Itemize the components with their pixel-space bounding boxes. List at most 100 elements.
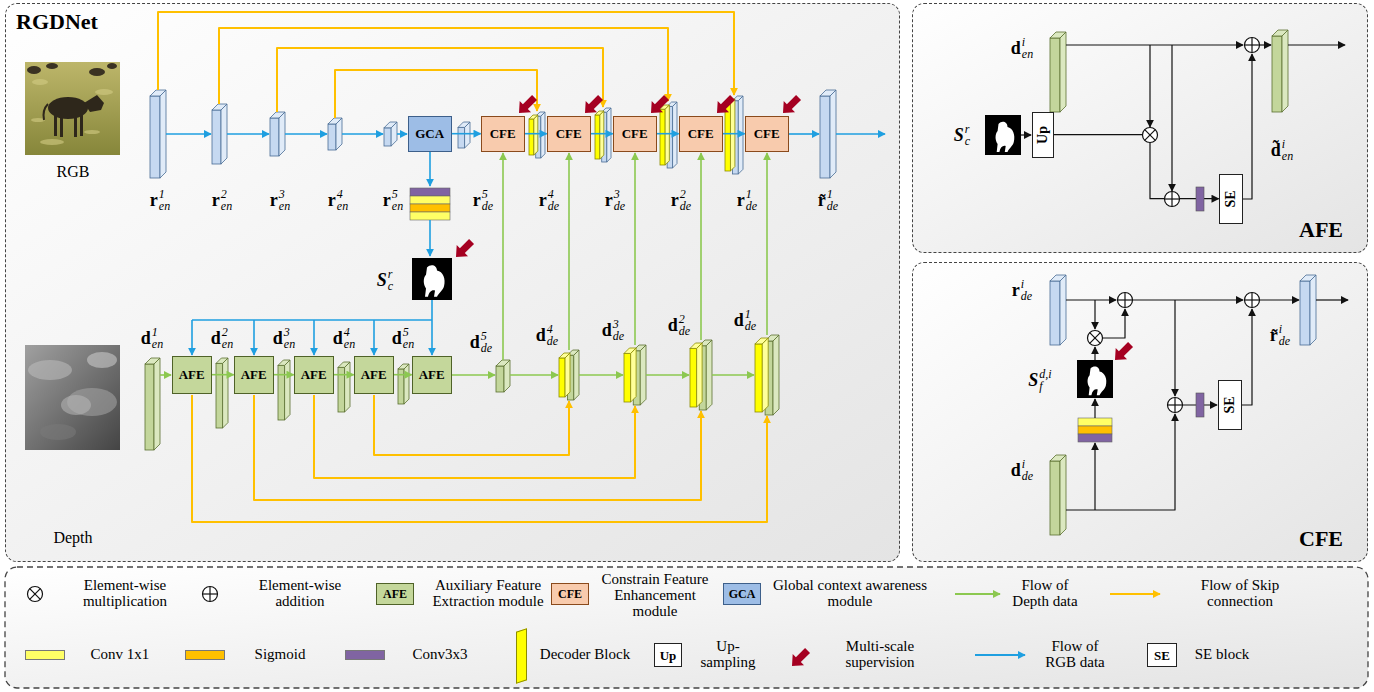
symbol-base: r [212, 190, 220, 211]
flow-line [1110, 593, 1160, 595]
symbol-subscript: en [222, 338, 233, 350]
symbol-superscript: 4 [548, 188, 559, 200]
box-label: AFE [383, 588, 407, 600]
feature-map-side [534, 115, 538, 155]
box-label: AFE [301, 368, 327, 381]
legend-text: Decoder Block [535, 647, 635, 663]
symbol-superscript: 3 [613, 318, 624, 330]
saliency-blob [424, 265, 445, 297]
flow-line [1066, 44, 1243, 45]
box-label: AFE [179, 368, 205, 381]
symbol-subscript: de [548, 200, 559, 212]
saliency-map [412, 258, 452, 300]
animal-head [84, 95, 104, 112]
add-symbol [1245, 38, 1260, 53]
symbol-scripts: 2en [222, 326, 233, 350]
flow-line [1094, 300, 1095, 329]
symbol-subscript: c [965, 135, 970, 147]
supervision-arrow [579, 92, 606, 119]
feature-map-side [154, 358, 160, 450]
animal-leg [80, 114, 83, 136]
feature-map-side [607, 108, 611, 162]
add-stroke [1171, 192, 1172, 207]
flow-line [766, 153, 768, 335]
legend-text: Conv3x3 [400, 647, 480, 663]
symbol-superscript: 2 [222, 326, 233, 338]
multiply-stroke [1145, 130, 1156, 141]
saliency-blob-shape [1088, 367, 1107, 396]
symbol-subscript: de [746, 200, 757, 212]
legend-text: Sigmoid [240, 647, 320, 663]
panel-ground [912, 3, 1368, 253]
flow-line [1174, 300, 1175, 396]
flow-line [1260, 44, 1271, 45]
module-box: CFE [745, 116, 789, 152]
math-symbol: r1en [150, 188, 170, 212]
module-box: GCA [408, 116, 452, 152]
feature-map-side [391, 122, 397, 146]
symbol-scripts: 3en [284, 326, 295, 350]
symbol-superscript: 4 [344, 326, 355, 338]
supervision-arrow [777, 92, 804, 119]
legend-text: Auxiliary Feature Extraction module [428, 578, 548, 610]
legend-text: Flow of Skip connection [1180, 578, 1300, 610]
flow-line [342, 133, 383, 135]
legend-text: Up-sampling [693, 639, 763, 671]
box-label: GCA [729, 588, 756, 600]
supervision-arrow [786, 645, 813, 672]
flow-line [1103, 309, 1125, 338]
add-stroke [1124, 293, 1125, 308]
feature-map-side [1310, 275, 1316, 345]
feature-map [1300, 281, 1310, 345]
flow-line [431, 300, 433, 320]
add-symbol [1165, 192, 1180, 207]
symbol-subscript: de [613, 330, 624, 342]
symbol-subscript: f [1039, 380, 1051, 392]
panel-ground [912, 262, 1368, 562]
box-label: Up [1036, 126, 1050, 144]
connector [334, 374, 354, 376]
symbol-scripts: ide [1022, 458, 1033, 482]
symbol-base: S [954, 125, 964, 146]
flow-line [1260, 299, 1299, 300]
symbol-scripts: 5de [481, 330, 492, 354]
symbol-superscript: i [1022, 36, 1033, 48]
multiply-symbol [1088, 331, 1103, 346]
depth-blotch [28, 360, 72, 380]
module-box: SE [1147, 643, 1177, 667]
symbol-superscript: 1 [159, 188, 170, 200]
feature-map-side [1282, 30, 1288, 112]
legend-text: Element-wise addition [245, 578, 355, 610]
feature-map-side [404, 364, 409, 404]
module-box: AFE [234, 356, 274, 394]
feature-map-side [673, 102, 677, 168]
skip-line [158, 12, 734, 95]
flow-line [431, 320, 433, 355]
feature-map [820, 96, 830, 178]
feature-map [216, 363, 223, 428]
connector [452, 133, 481, 135]
depth-photo [25, 345, 120, 450]
symbol-base: r [328, 190, 336, 211]
math-symbol: r2de [671, 188, 691, 212]
multiply-stroke [30, 589, 41, 600]
symbol-superscript: 2 [221, 188, 232, 200]
flow-line [634, 153, 636, 345]
skip-line [277, 48, 603, 112]
box-label: AFE [419, 368, 445, 381]
module-box: GCA [723, 583, 761, 605]
image-caption: Depth [53, 529, 92, 547]
symbol-superscript: i [1279, 323, 1290, 335]
module-box: Up [1032, 112, 1054, 158]
symbol-scripts: ien [1282, 138, 1293, 162]
symbol-superscript: 3 [614, 188, 625, 200]
supervision-arrow [513, 92, 540, 119]
feature-map [1272, 36, 1282, 112]
symbol-superscript: 1 [827, 188, 838, 200]
symbol-base: r̃ [1270, 325, 1278, 346]
skip-line [314, 395, 635, 478]
math-symbol: Sd,if [1028, 368, 1051, 392]
feature-map-side [697, 343, 702, 407]
saliency-blob [996, 122, 1015, 152]
